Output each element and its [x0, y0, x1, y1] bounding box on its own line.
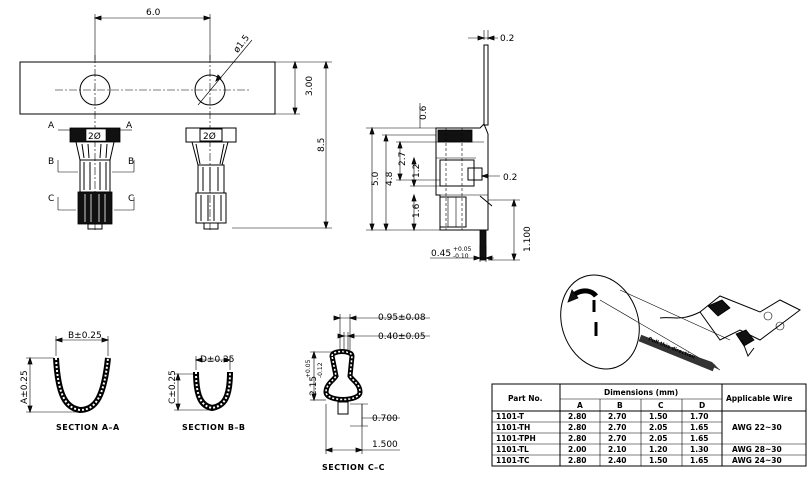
table-cell-part: 1101-TL [496, 445, 529, 454]
dim-side-27: 2.7 [398, 152, 408, 166]
dim-hole-dia: ø1.5 [232, 33, 252, 55]
table-cell-dim: 2.40 [608, 456, 627, 465]
section-mark-c: C [48, 194, 54, 204]
table-cell-dim: 2.70 [608, 412, 627, 421]
iso-terminal-strip [699, 295, 801, 341]
table-cell-dim: 2.80 [568, 412, 587, 421]
dim-cc-215-tol-up: +0.05 [305, 359, 312, 378]
table-cell-dim: 2.80 [568, 423, 587, 432]
front-view: 6.0 ø1.5 3.00 8.5 2Ø [19, 8, 332, 230]
pull-direction-label: Pull this direction [647, 336, 696, 360]
dim-side-48: 4.8 [385, 171, 395, 186]
table-cell-dim: 2.10 [608, 445, 627, 454]
dim-side-06: 0.6 [419, 105, 429, 120]
section-mark-a: A [126, 121, 133, 131]
table-cell-dim: 1.65 [690, 423, 709, 432]
dim-thickness: 0.2 [500, 34, 514, 44]
terminal-chip-label: 2Ø [88, 131, 101, 142]
table-cell-dim: 1.65 [690, 434, 709, 443]
dim-side-12: 1.2 [412, 164, 422, 178]
table-cell-dim: 2.00 [568, 445, 587, 454]
dim-side-110: 1.100 [523, 226, 533, 252]
dim-cc-095: 0.95±0.08 [378, 313, 426, 323]
section-mark-a: A [48, 121, 55, 131]
table-header-part: Part No. [508, 394, 543, 403]
table-header-dims: Dimensions (mm) [604, 388, 678, 397]
dim-cc-040: 0.40±0.05 [378, 332, 426, 342]
table-cell-dim: 2.70 [608, 434, 627, 443]
section-cc-caption: SECTION C–C [322, 463, 385, 472]
table-cell-dim: 1.20 [649, 445, 668, 454]
dim-carrier-height: 3.00 [305, 76, 315, 96]
table-cell-dim: 2.05 [649, 434, 668, 443]
table-cell-dim: 2.80 [568, 456, 587, 465]
dim-total-height: 8.5 [317, 138, 327, 152]
dim-side-045-tol-up: +0.05 [453, 246, 472, 253]
table-subheader: B [617, 401, 623, 410]
table-cell-part: 1101-TC [496, 456, 530, 465]
table-cell-dim: 1.30 [690, 445, 709, 454]
dim-cc-215-tol-dn: -0.12 [317, 362, 324, 378]
dim-cc-215: 2.15 [309, 376, 319, 396]
dim-side-045-tol-dn: -0.10 [453, 253, 469, 260]
table-cell-part: 1101-TH [496, 423, 530, 432]
table-cell-dim: 1.70 [690, 412, 709, 421]
dim-side-50: 5.0 [371, 171, 381, 186]
reel-disc [560, 274, 640, 370]
dim-aa-a: A±0.25 [20, 370, 30, 404]
section-mark-b: B [128, 157, 134, 167]
table-cell-wire: AWG 22~30 [732, 423, 782, 432]
dim-side-02: 0.2 [503, 173, 517, 183]
dim-side-045: 0.45 [431, 249, 451, 259]
section-aa: B±0.25 A±0.25 SECTION A–A [20, 331, 120, 432]
table-header-wire: Applicable Wire [726, 394, 792, 403]
dim-bb-c: C±0.25 [168, 370, 178, 404]
carrier-strip [19, 61, 276, 115]
section-mark-c: C [128, 194, 134, 204]
table-cell-wire: AWG 28~30 [732, 445, 782, 454]
table-subheader: C [658, 401, 664, 410]
section-cc: 0.95±0.08 0.40±0.05 2.15 +0.05 -0.12 0.7… [305, 313, 430, 472]
terminal-chip-label: 2Ø [203, 131, 216, 142]
table-cell-part: 1101-TPH [496, 434, 536, 443]
section-aa-caption: SECTION A–A [56, 423, 120, 432]
section-marks: A A B B C C [48, 121, 135, 211]
dim-side-16: 1.6 [412, 203, 422, 218]
dim-bb-d: D±0.25 [200, 355, 235, 365]
terminal-left: 2Ø [69, 127, 121, 230]
table-cell-dim: 2.05 [649, 423, 668, 432]
dim-cc-070: 0.700 [372, 414, 398, 424]
terminal-right: 2Ø [185, 127, 237, 230]
dim-aa-b: B±0.25 [68, 331, 102, 341]
dim-cc-150: 1.500 [372, 440, 398, 450]
table-cell-dim: 2.80 [568, 434, 587, 443]
table-rows: 1101-T 2.80 2.70 1.50 1.70 1101-TH 2.80 2.70 2.0… [496, 412, 782, 465]
table-cell-part: 1101-T [496, 412, 525, 421]
iso-illustration: Pull this direction [560, 274, 801, 372]
table-subheader: D [699, 401, 705, 410]
side-view: 0.2 5.0 4.8 2.7 [366, 30, 533, 262]
table-cell-dim: 1.50 [649, 412, 668, 421]
dim-pitch: 6.0 [146, 8, 161, 18]
table-subheader: A [577, 401, 583, 410]
section-bb: D±0.25 C±0.25 SECTION B–B [168, 355, 246, 432]
table-cell-dim: 1.65 [690, 456, 709, 465]
table-cell-dim: 2.70 [608, 423, 627, 432]
table-cell-wire: AWG 24~30 [732, 456, 782, 465]
section-mark-b: B [48, 157, 54, 167]
section-bb-caption: SECTION B–B [182, 423, 246, 432]
table-cell-dim: 1.50 [649, 456, 668, 465]
spec-table: Part No. Dimensions (mm) Applicable Wire… [491, 383, 807, 467]
